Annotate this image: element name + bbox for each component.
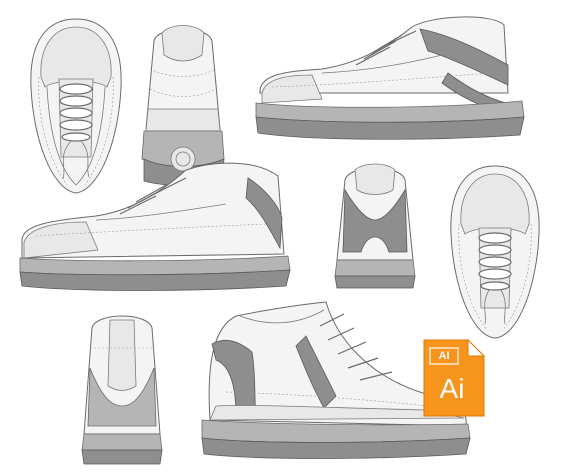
- low-shoe-side-view-left: [16, 158, 294, 292]
- ai-badge-big-label: Ai: [439, 373, 465, 404]
- low-shoe-side-view-right: [252, 13, 528, 143]
- ai-badge-small-label: AI: [438, 350, 450, 362]
- boot-back-view: [80, 308, 164, 468]
- low-shoe-top-view-left: [27, 17, 125, 195]
- low-shoe-back-view-dark: [333, 160, 417, 290]
- ai-file-icon: [423, 338, 486, 417]
- ai-file-badge: AI Ai: [422, 338, 488, 418]
- boot-side-view: [196, 296, 474, 462]
- low-shoe-top-view-right: [447, 164, 543, 340]
